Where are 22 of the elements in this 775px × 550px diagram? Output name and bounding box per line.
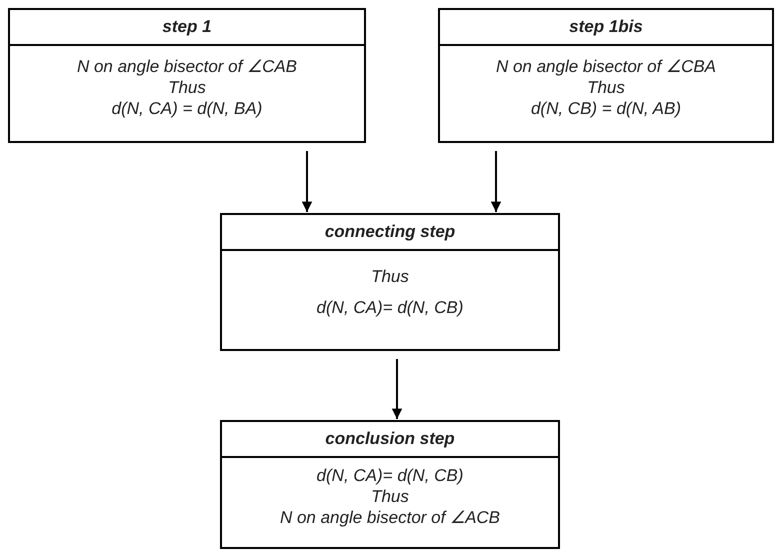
step-text: N on angle bisector of ∠ACB	[278, 506, 502, 528]
step-heading: connecting step	[222, 215, 558, 251]
step-text: Thus	[167, 76, 207, 98]
step-heading: step 1bis	[440, 10, 772, 46]
step-text: N on angle bisector of ∠CAB	[76, 56, 298, 76]
step-box	[220, 420, 560, 549]
step-box	[220, 213, 560, 351]
step-text: d(N, CA) = d(N, BA)	[110, 98, 264, 118]
step-text: d(N, CA)= d(N, CB)	[316, 297, 464, 319]
step-text: Thus	[370, 486, 410, 506]
step-box	[8, 8, 366, 143]
step-text: Thus	[370, 266, 410, 288]
arrow	[302, 151, 312, 212]
step-text: d(N, CB) = d(N, AB)	[530, 98, 682, 118]
step-box	[438, 8, 774, 143]
step-heading: conclusion step	[222, 422, 558, 458]
step-text: N on angle bisector of ∠CBA	[494, 56, 718, 76]
step-text: d(N, CA)= d(N, CB)	[316, 464, 464, 486]
step-text: Thus	[586, 76, 626, 98]
step-heading: step 1	[10, 10, 364, 46]
arrow	[490, 151, 502, 212]
arrow	[392, 359, 402, 419]
